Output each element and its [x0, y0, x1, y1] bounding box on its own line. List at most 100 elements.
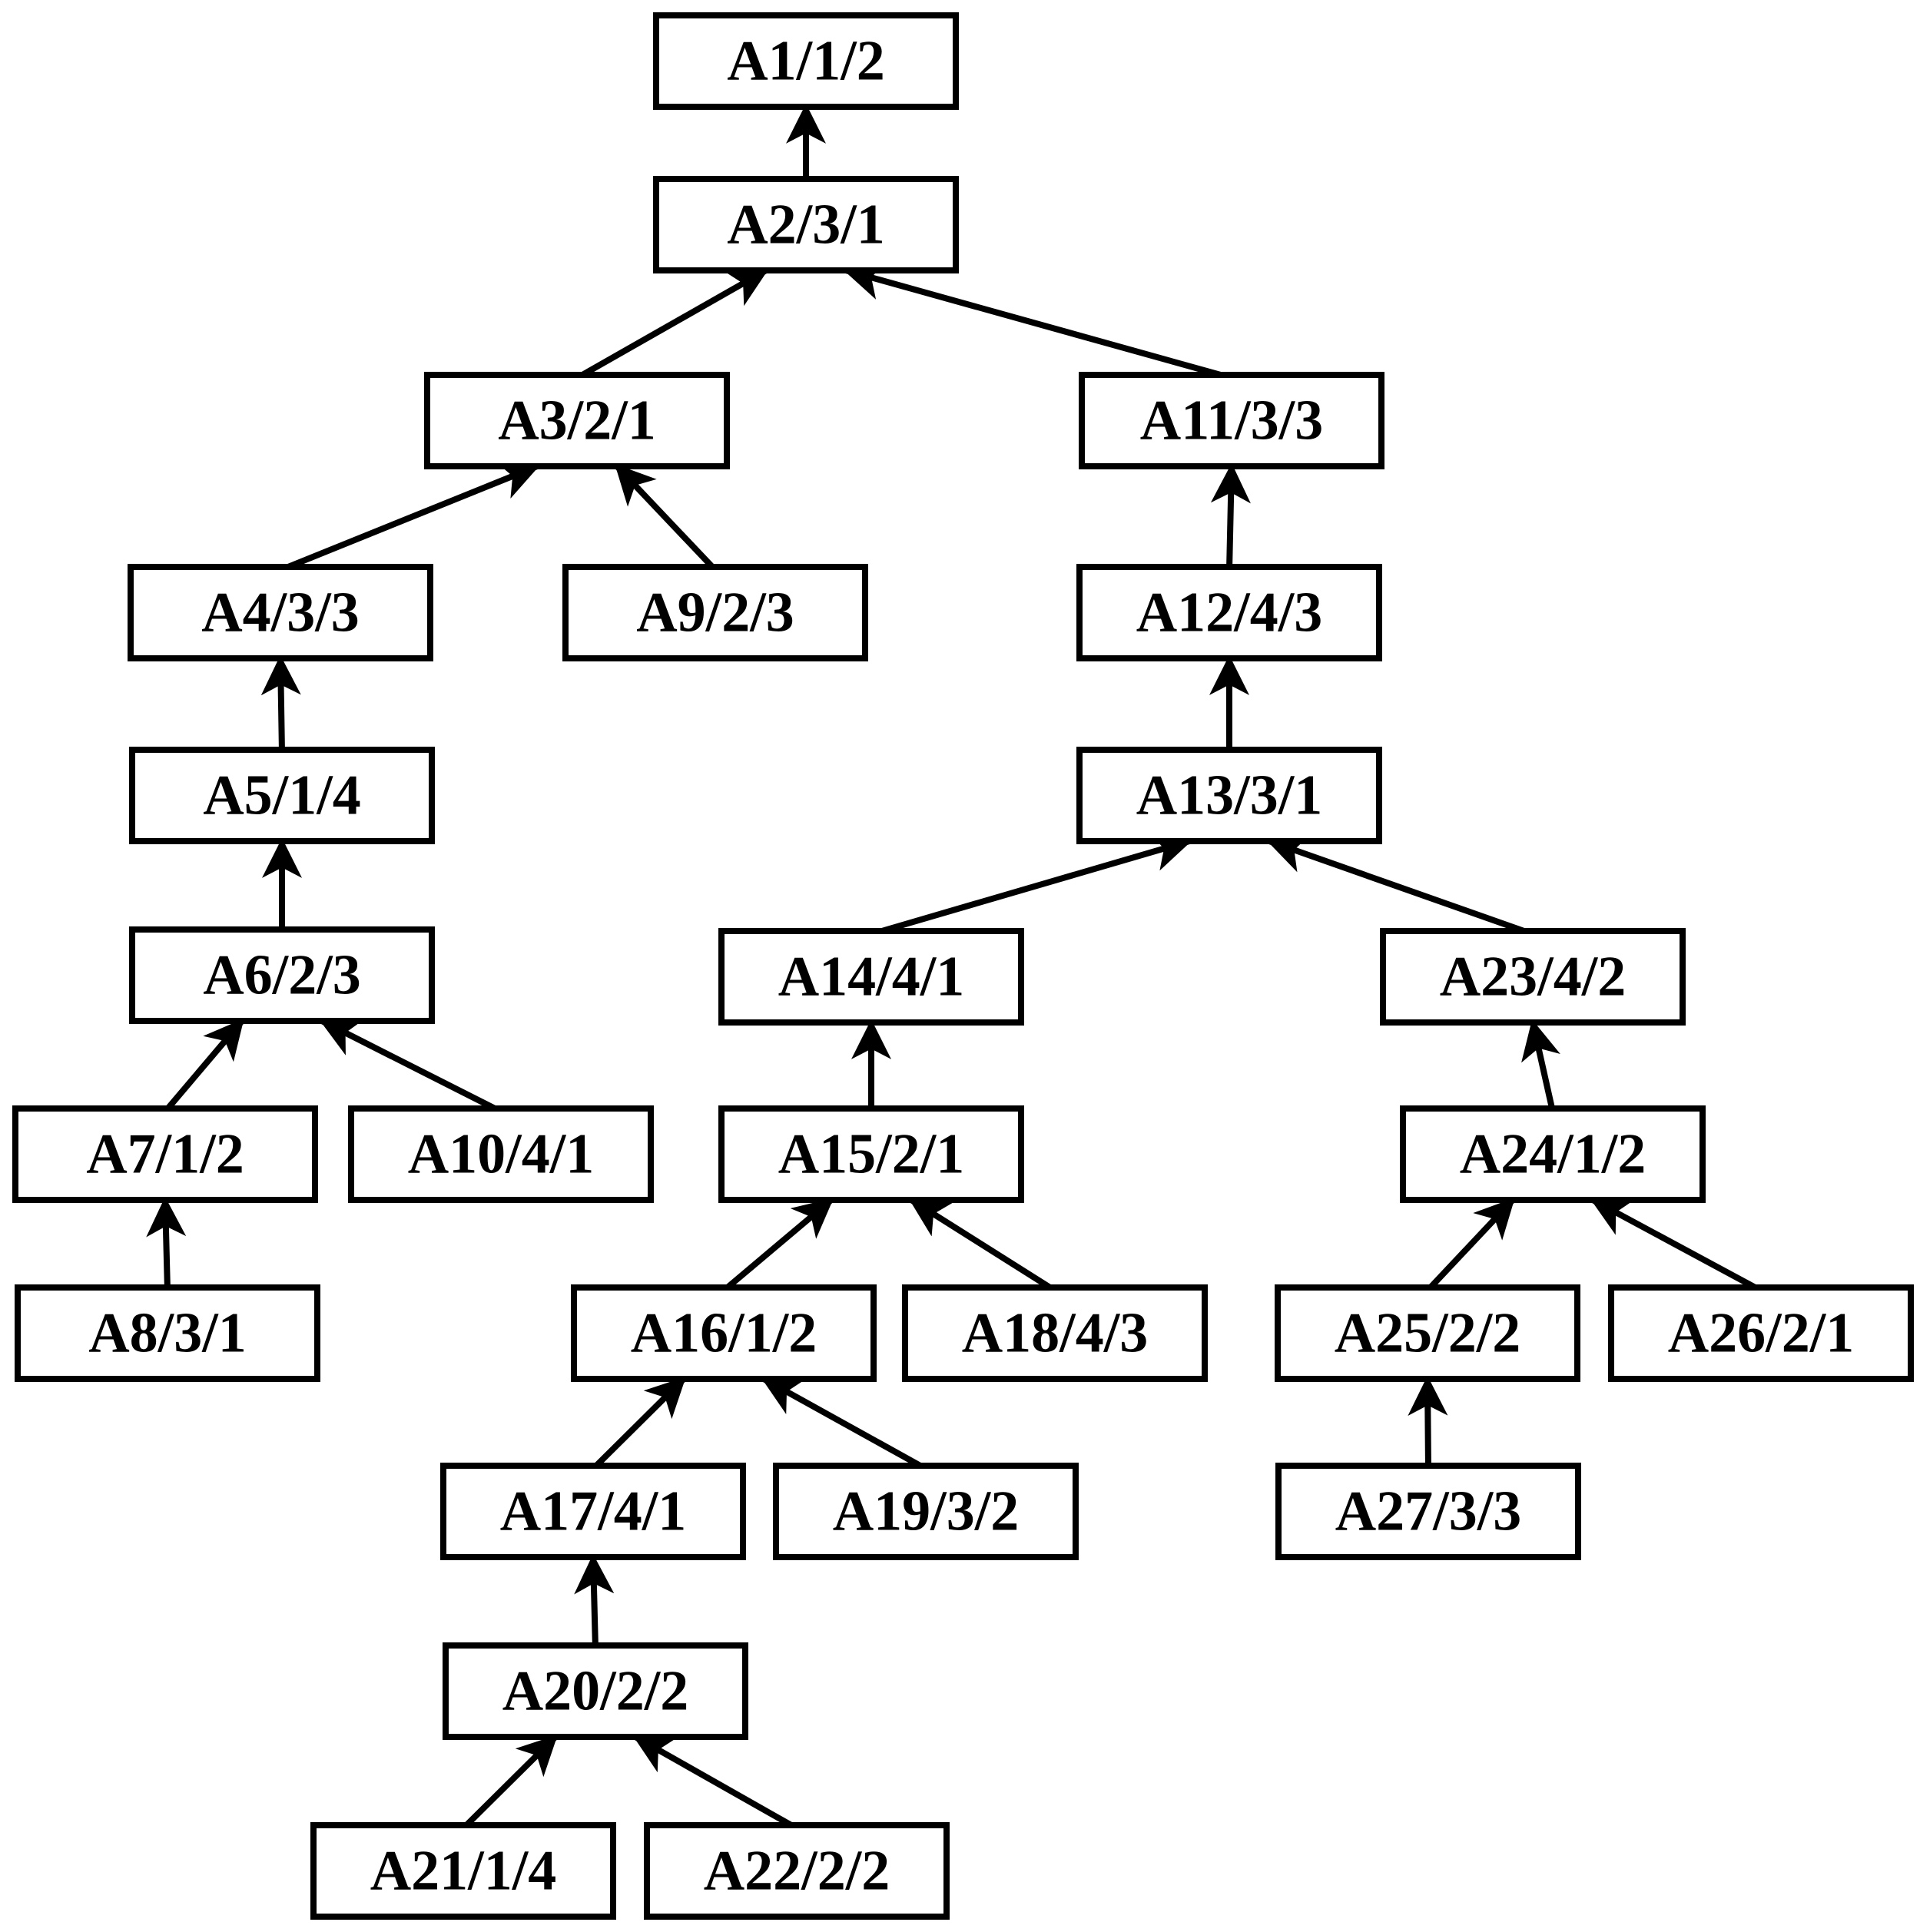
- edge-A18-to-A15: [908, 1197, 1057, 1294]
- node-A16-label: A16/1/2: [631, 1302, 817, 1365]
- edge-A7-to-A6: [162, 1018, 245, 1114]
- edge-A17-to-A16: [591, 1377, 686, 1471]
- node-A12-label: A12/4/3: [1136, 582, 1323, 645]
- node-A9-label: A9/2/3: [636, 582, 794, 645]
- node-A21-box: [310, 1822, 616, 1920]
- node-A4: A4/3/3: [128, 564, 433, 661]
- node-A2: A2/3/1: [653, 176, 959, 273]
- node-A21-label: A21/1/4: [370, 1840, 557, 1903]
- node-A3-label: A3/2/1: [498, 389, 656, 452]
- node-A23-label: A23/4/2: [1440, 946, 1627, 1009]
- node-A7-label: A7/1/2: [86, 1123, 244, 1186]
- node-A11-label: A11/3/3: [1140, 389, 1323, 452]
- edge-A9-to-A3: [615, 463, 718, 572]
- node-A8-box: [15, 1284, 320, 1382]
- edge-A22-to-A20: [632, 1734, 798, 1831]
- node-A13: A13/3/1: [1076, 747, 1382, 844]
- edge-layer: [146, 103, 1762, 1831]
- node-A17-label: A17/4/1: [500, 1480, 687, 1543]
- node-A14-box: [718, 928, 1024, 1026]
- node-A2-label: A2/3/1: [727, 194, 885, 257]
- node-A24: A24/1/2: [1400, 1105, 1706, 1203]
- node-A25-box: [1275, 1284, 1580, 1382]
- node-A20-label: A20/2/2: [502, 1660, 689, 1723]
- edge-A10-to-A6: [319, 1018, 502, 1115]
- edge-A3-to-A2: [575, 267, 769, 381]
- node-A17-box: [440, 1463, 746, 1560]
- node-A14: A14/4/1: [718, 928, 1024, 1026]
- node-A15: A15/2/1: [718, 1105, 1024, 1203]
- node-A23: A23/4/2: [1380, 928, 1686, 1026]
- node-A6-label: A6/2/3: [203, 944, 361, 1007]
- node-A25-label: A25/2/2: [1335, 1302, 1521, 1365]
- node-A13-box: [1076, 747, 1382, 844]
- node-A3: A3/2/1: [424, 372, 730, 469]
- node-A5-label: A5/1/4: [203, 764, 361, 827]
- edge-A5-to-A4: [260, 654, 301, 754]
- edge-A19-to-A16: [761, 1376, 927, 1472]
- node-A5: A5/1/4: [129, 747, 435, 844]
- node-A7: A7/1/2: [12, 1105, 318, 1203]
- node-A25: A25/2/2: [1275, 1284, 1580, 1382]
- node-A19-box: [773, 1463, 1079, 1560]
- node-A1-label: A1/1/2: [727, 30, 885, 93]
- edge-A16-to-A15: [721, 1197, 834, 1294]
- node-A12: A12/4/3: [1076, 564, 1382, 661]
- node-A24-box: [1400, 1105, 1706, 1203]
- node-A16-box: [571, 1284, 877, 1382]
- node-A20-box: [443, 1642, 748, 1740]
- node-A27: A27/3/3: [1275, 1463, 1581, 1560]
- edge-A21-to-A20: [461, 1735, 558, 1831]
- node-A8-label: A8/3/1: [88, 1302, 247, 1365]
- edge-A12-to-A11: [1210, 462, 1251, 571]
- node-A13-label: A13/3/1: [1136, 764, 1323, 827]
- node-A16: A16/1/2: [571, 1284, 877, 1382]
- node-A11-box: [1079, 372, 1384, 469]
- node-A14-label: A14/4/1: [778, 946, 965, 1009]
- edge-A26-to-A24: [1590, 1197, 1762, 1294]
- node-A15-box: [718, 1105, 1024, 1203]
- node-A20: A20/2/2: [443, 1642, 748, 1740]
- node-A5-box: [129, 747, 435, 844]
- node-A6-box: [129, 926, 435, 1024]
- edge-A11-to-A2: [842, 260, 1233, 381]
- node-A27-label: A27/3/3: [1335, 1480, 1522, 1543]
- node-A18-box: [902, 1284, 1208, 1382]
- edge-A20-to-A17: [574, 1553, 615, 1649]
- node-A22-box: [644, 1822, 950, 1920]
- node-A26: A26/2/1: [1608, 1284, 1914, 1382]
- node-A6: A6/2/3: [129, 926, 435, 1024]
- node-A22: A22/2/2: [644, 1822, 950, 1920]
- node-A7-box: [12, 1105, 318, 1203]
- node-A1: A1/1/2: [653, 12, 959, 110]
- edge-A23-to-A13: [1266, 834, 1534, 937]
- edge-A24-to-A23: [1521, 1019, 1560, 1112]
- node-A17: A17/4/1: [440, 1463, 746, 1560]
- node-A9-box: [562, 564, 868, 661]
- node-A27-box: [1275, 1463, 1581, 1560]
- node-A11: A11/3/3: [1079, 372, 1384, 469]
- node-A3-box: [424, 372, 730, 469]
- node-A26-box: [1608, 1284, 1914, 1382]
- node-A4-box: [128, 564, 433, 661]
- node-A24-label: A24/1/2: [1460, 1123, 1646, 1186]
- node-A12-box: [1076, 564, 1382, 661]
- node-A23-box: [1380, 928, 1686, 1026]
- edge-A14-to-A13: [870, 832, 1192, 937]
- node-A18: A18/4/3: [902, 1284, 1208, 1382]
- edge-A25-to-A24: [1425, 1197, 1515, 1293]
- node-A2-box: [653, 176, 959, 273]
- edge-A8-to-A7: [146, 1196, 187, 1291]
- node-A4-label: A4/3/3: [201, 582, 360, 645]
- node-A1-box: [653, 12, 959, 110]
- node-A9: A9/2/3: [562, 564, 868, 661]
- node-A15-label: A15/2/1: [778, 1123, 965, 1186]
- node-A19-label: A19/3/2: [833, 1480, 1020, 1543]
- node-A8: A8/3/1: [15, 1284, 320, 1382]
- node-A19: A19/3/2: [773, 1463, 1079, 1560]
- node-A18-label: A18/4/3: [962, 1302, 1149, 1365]
- node-A10: A10/4/1: [348, 1105, 654, 1203]
- node-A22-label: A22/2/2: [704, 1840, 890, 1903]
